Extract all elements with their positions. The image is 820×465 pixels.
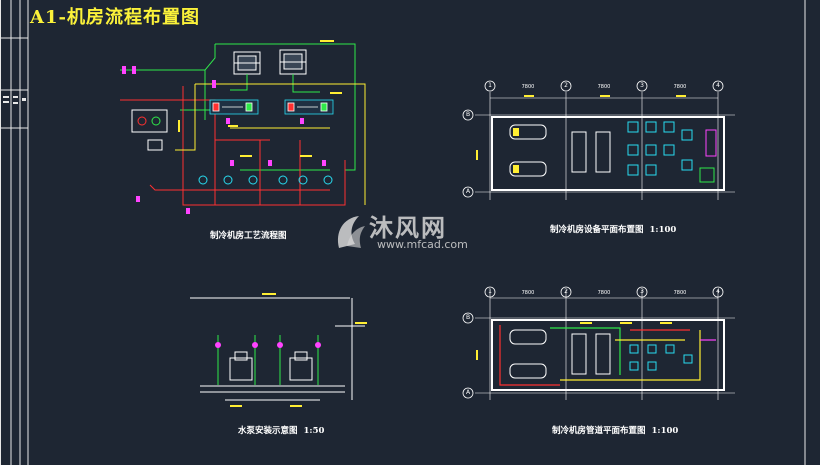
equipment-plan <box>475 92 735 200</box>
sheet-title: A1-机房流程布置图 <box>30 7 200 28</box>
caption-process-flow: 制冷机房工艺流程图 <box>210 231 287 241</box>
pump-detail-dims <box>230 293 367 407</box>
grid-column-label: 4 <box>716 288 720 295</box>
piping-plan-walls <box>491 319 725 391</box>
piping-plan <box>475 290 735 400</box>
process-flow-diagram <box>120 40 366 214</box>
chiller-1 <box>209 99 259 115</box>
chiller-2 <box>284 99 334 115</box>
grid-column-label: 2 <box>564 288 568 295</box>
cooling-tower-2 <box>279 49 307 75</box>
chilled-water-loop <box>120 86 346 206</box>
pump-1-assembly <box>215 335 258 385</box>
watermark-logo-icon <box>337 216 365 248</box>
grid-column-label: 3 <box>640 82 644 89</box>
piping-plan-gridlines <box>475 290 735 400</box>
pump-row <box>198 175 333 185</box>
water-treatment-unit <box>131 109 168 133</box>
piping-plan-labels <box>476 322 672 360</box>
bay-dimension: 7800 <box>673 84 687 90</box>
pipe-size-labels <box>178 40 342 157</box>
grid-column-label: 2 <box>564 82 568 89</box>
piping-plan-pipes <box>499 325 716 386</box>
grid-row-label: A <box>465 188 471 195</box>
grid-row-label: B <box>465 111 471 118</box>
floor-slab <box>200 385 345 401</box>
equipment-plan-walls <box>491 116 725 191</box>
watermark: 沐风网 www.mfcad.com <box>333 208 493 258</box>
grid-bubbles <box>462 80 724 399</box>
grid-column-label: 1 <box>488 82 492 89</box>
grid-row-label: A <box>465 389 471 396</box>
equipment-plan-units <box>509 121 717 183</box>
grid-column-label: 3 <box>640 288 644 295</box>
bay-dimension: 7800 <box>521 84 535 90</box>
bay-dimension: 7800 <box>673 290 687 296</box>
valve-markers <box>122 66 326 214</box>
pump-install-detail <box>190 293 367 407</box>
equipment-plan-dims <box>476 95 686 160</box>
grid-column-label: 4 <box>716 82 720 89</box>
bay-dimension: 7800 <box>597 290 611 296</box>
bay-dimension: 7800 <box>597 84 611 90</box>
pump-2-assembly <box>277 335 321 385</box>
bay-dimension: 7800 <box>521 290 535 296</box>
piping-plan-units <box>509 329 611 379</box>
grid-column-label: 1 <box>488 288 492 295</box>
piping-plan-pumps <box>629 344 693 371</box>
watermark-brand: 沐风网 <box>369 214 447 242</box>
cooling-tower-1 <box>233 51 261 75</box>
ceiling-line <box>190 297 365 400</box>
title-block-marks <box>3 96 26 104</box>
equipment-plan-gridlines <box>475 92 735 200</box>
expansion-tank <box>147 139 163 151</box>
grid-row-label: B <box>465 314 471 321</box>
supply-header <box>175 83 366 205</box>
watermark-url: www.mfcad.com <box>377 238 468 251</box>
